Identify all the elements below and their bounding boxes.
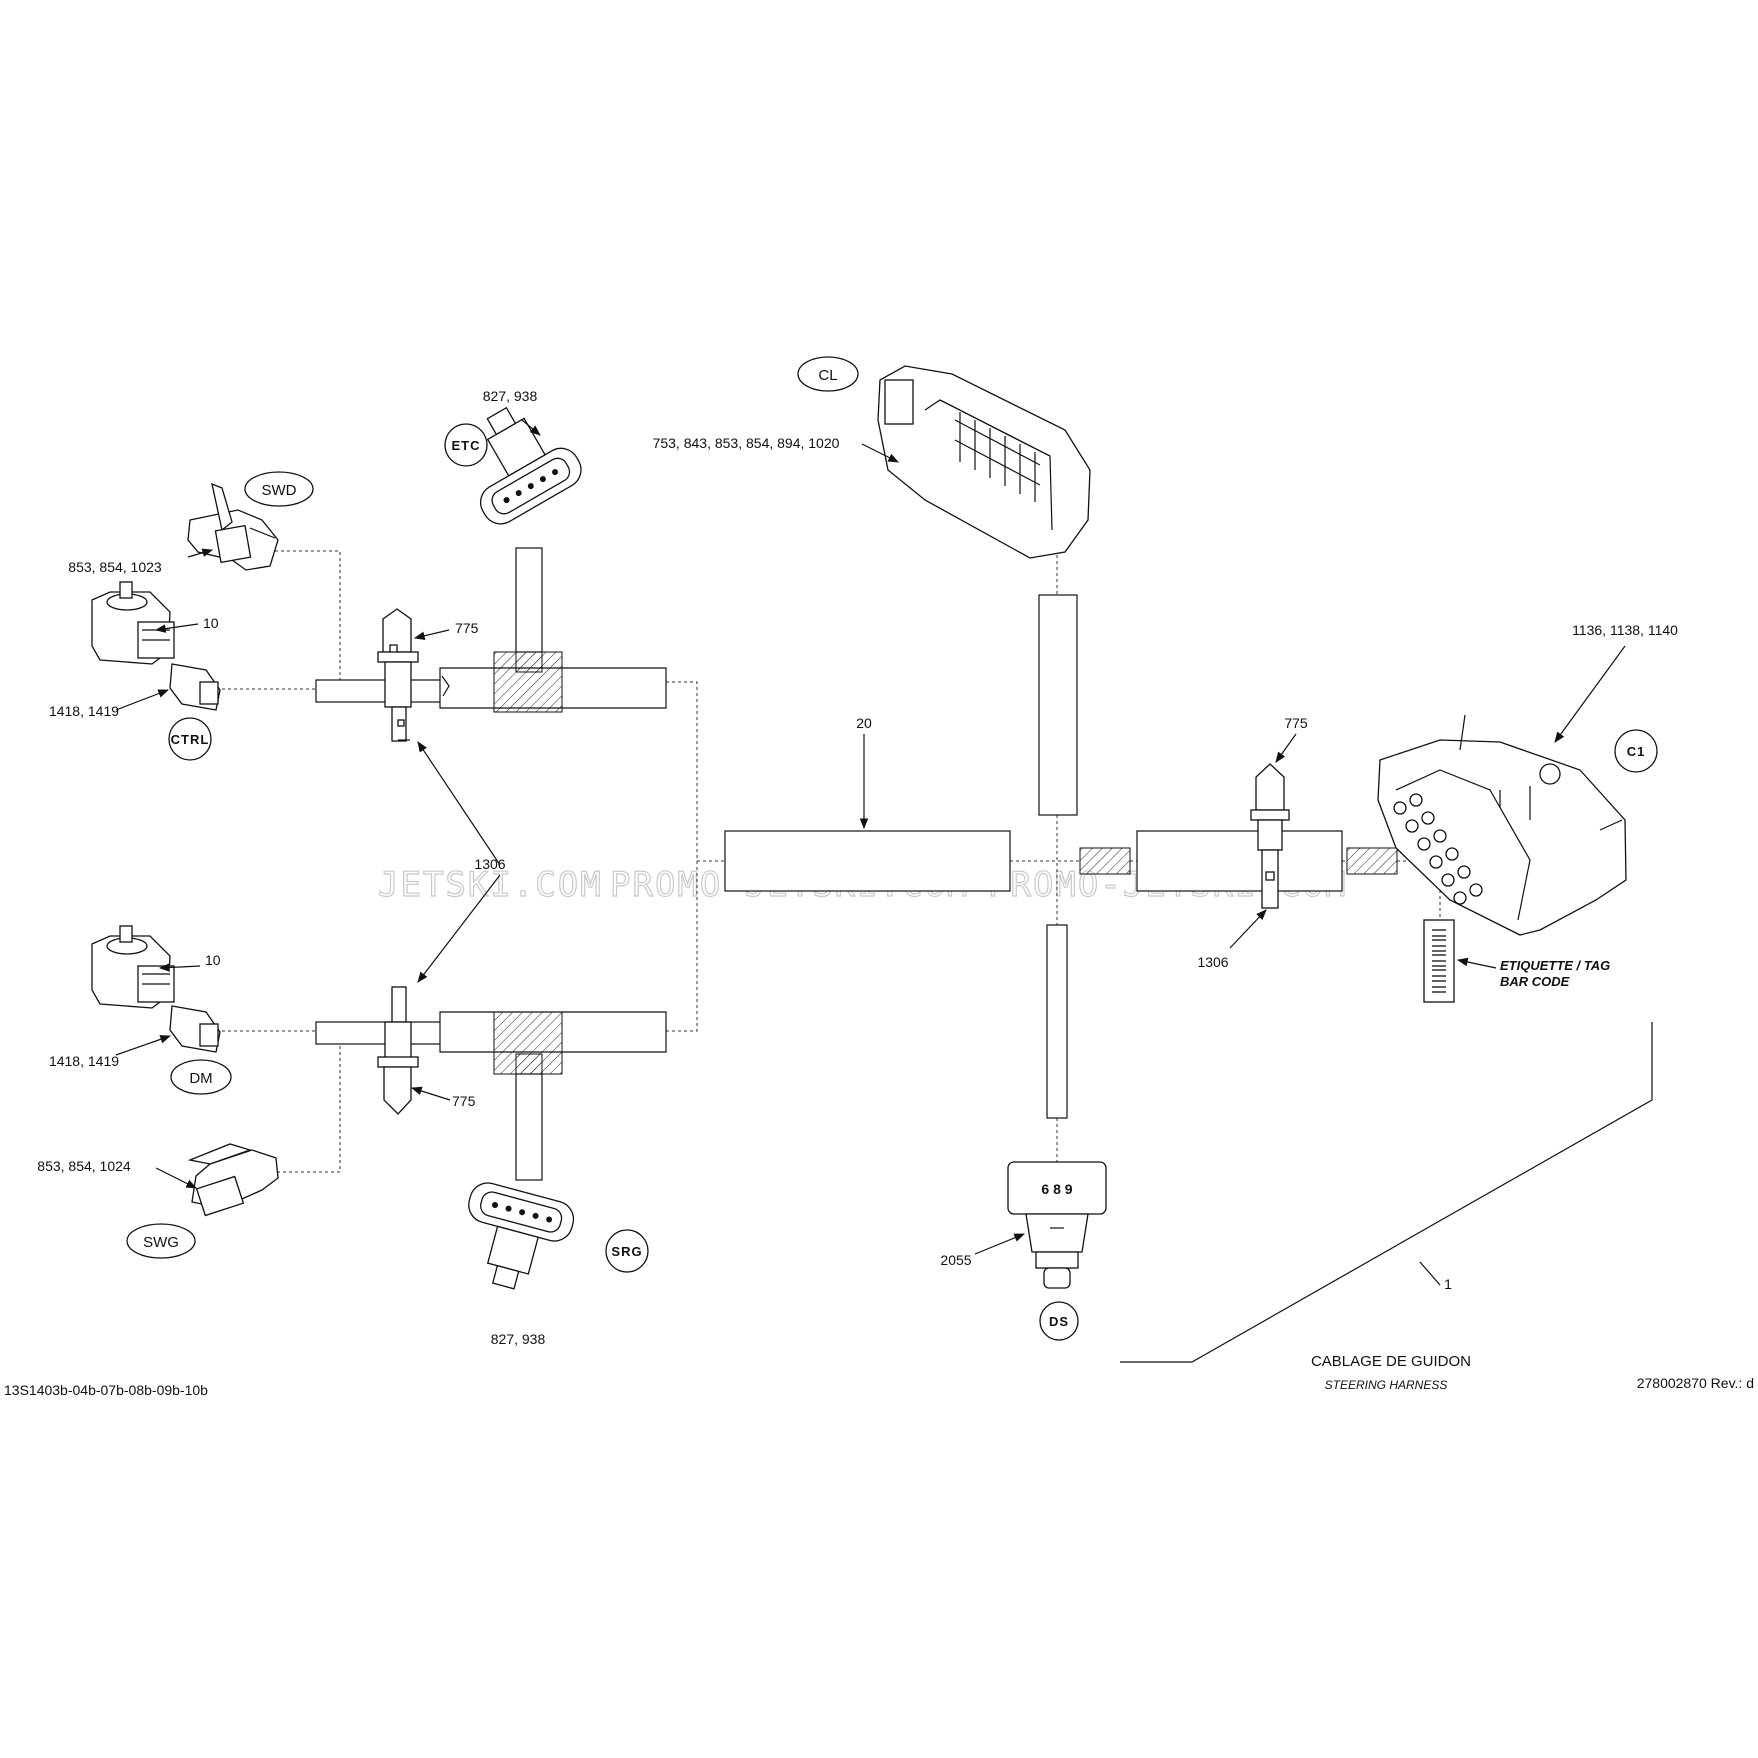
label-clip-bottom: 775 [452, 1093, 476, 1109]
part-labels: 827, 938 853, 854, 1023 10 1418, 1419 77… [37, 388, 1678, 1347]
svg-text:CTRL: CTRL [171, 732, 210, 747]
svg-text:SWG: SWG [143, 1234, 179, 1251]
callout-srg: SRG [605, 1229, 649, 1273]
upper-mount-clip [377, 608, 419, 742]
center-vertical-harness [1038, 594, 1078, 1119]
svg-text:SWD: SWD [262, 482, 297, 499]
title-english: STEERING HARNESS [1325, 1378, 1448, 1392]
label-dm-plug: 1418, 1419 [49, 1053, 119, 1069]
label-ctrl-switch: 10 [203, 615, 219, 631]
right-mount-clip [1250, 763, 1290, 909]
label-swd-parts: 853, 854, 1023 [68, 559, 162, 575]
label-srg-parts: 827, 938 [491, 1331, 546, 1347]
etc-connector [479, 406, 582, 525]
callout-dm: DM [170, 1059, 232, 1095]
svg-text:ETC: ETC [452, 438, 481, 453]
callout-swd: SWD [244, 471, 314, 507]
svg-text:DM: DM [189, 1070, 212, 1087]
leader-lines [115, 419, 1653, 1363]
label-tag-line2: BAR CODE [1500, 974, 1570, 989]
label-dm-switch: 10 [205, 952, 221, 968]
callout-ds: DS [1039, 1301, 1079, 1341]
label-ctrl-plug: 1418, 1419 [49, 703, 119, 719]
label-ds-part: 2055 [940, 1252, 971, 1268]
ds-body-label: 6 8 9 [1041, 1181, 1072, 1197]
label-cl-parts: 753, 843, 853, 854, 894, 1020 [653, 435, 840, 451]
drawing-reference: 13S1403b-04b-07b-08b-09b-10b [4, 1382, 208, 1398]
label-clip-right: 775 [1284, 715, 1308, 731]
callout-c1: C1 [1614, 729, 1658, 773]
label-swg-parts: 853, 854, 1024 [37, 1158, 131, 1174]
ctrl-plug [169, 663, 221, 711]
label-clip-top: 775 [455, 620, 479, 636]
c1-connector [1377, 714, 1627, 936]
srg-connector [468, 1182, 575, 1290]
callout-etc: ETC [444, 423, 488, 467]
dashed-routing-lines [222, 550, 1441, 1173]
label-clip-shared: 1306 [474, 856, 505, 872]
callout-cl: CL [797, 356, 859, 392]
label-clip-right-sleeve: 1306 [1197, 954, 1228, 970]
title-french: CABLAGE DE GUIDON [1311, 1353, 1471, 1370]
swg-connector [187, 1143, 279, 1217]
label-tag-line1: ETIQUETTE / TAG [1500, 958, 1610, 973]
ds-sensor: 6 8 9 [1007, 1161, 1107, 1289]
svg-text:DS: DS [1049, 1314, 1069, 1329]
bar-code-tag [1423, 919, 1455, 1003]
label-c1-parts: 1136, 1138, 1140 [1572, 622, 1678, 638]
lower-branch-harness [315, 1011, 667, 1181]
svg-text:CL: CL [818, 367, 837, 384]
dm-plug [169, 1005, 221, 1053]
svg-text:C1: C1 [1627, 744, 1646, 759]
lower-mount-clip [377, 986, 419, 1115]
svg-text:SRG: SRG [611, 1244, 642, 1259]
swd-connector [187, 482, 279, 571]
callout-ctrl: CTRL [168, 717, 212, 761]
watermark-text-1: JETSKI.COM [378, 865, 603, 905]
callout-swg: SWG [126, 1223, 196, 1259]
c1-terminal-grid [1393, 793, 1483, 905]
label-etc-parts: 827, 938 [483, 388, 538, 404]
label-harness-main: 20 [856, 715, 872, 731]
upper-branch-harness [315, 547, 667, 713]
cl-connector [877, 365, 1091, 559]
ctrl-switch [91, 581, 175, 665]
right-branch-harness [1079, 830, 1398, 892]
dm-switch [91, 925, 175, 1009]
title-block: CABLAGE DE GUIDON STEERING HARNESS 13S14… [4, 1353, 1754, 1398]
label-harness-assembly: 1 [1444, 1276, 1452, 1292]
part-number: 278002870 Rev.: d [1637, 1375, 1754, 1391]
main-trunk-harness [724, 830, 1011, 892]
